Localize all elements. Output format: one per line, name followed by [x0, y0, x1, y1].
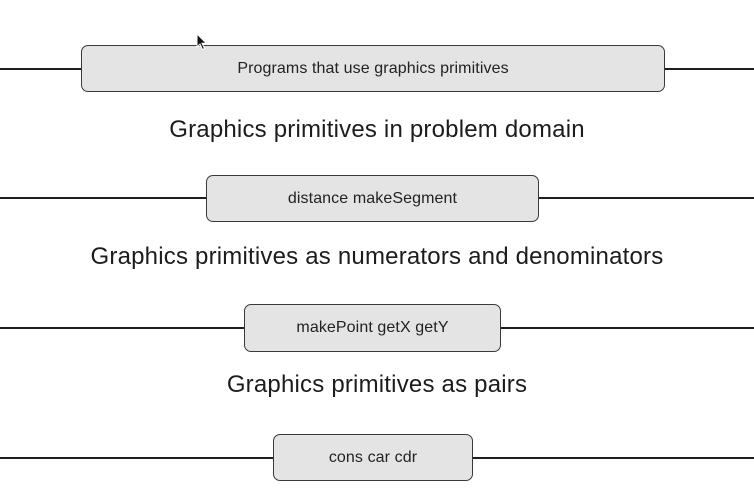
layer-box-segments: distance makeSegment — [206, 175, 539, 222]
layer-line-right — [664, 68, 754, 70]
barrier-label-pairs: Graphics primitives as pairs — [226, 371, 528, 398]
layer-box-programs: Programs that use graphics primitives — [81, 45, 665, 92]
layer-line-right — [472, 457, 754, 459]
layer-box-text: makePoint getX getY — [296, 319, 449, 336]
barrier-label-numerators-denominators: Graphics primitives as numerators and de… — [90, 243, 664, 270]
layer-line-left — [0, 327, 245, 329]
layer-box-text: Programs that use graphics primitives — [237, 59, 509, 77]
layer-box-pairs: cons car cdr — [273, 434, 473, 481]
layer-line-left — [0, 68, 82, 70]
layer-line-right — [500, 327, 754, 329]
mouse-pointer-icon — [196, 33, 208, 51]
layer-line-right — [538, 197, 754, 199]
layer-line-left — [0, 197, 207, 199]
layer-box-points: makePoint getX getY — [244, 304, 501, 352]
barrier-label-problem-domain: Graphics primitives in problem domain — [169, 116, 585, 143]
layer-box-text: cons car cdr — [328, 448, 418, 466]
layer-box-text: distance makeSegment — [287, 189, 458, 207]
layer-line-left — [0, 457, 274, 459]
